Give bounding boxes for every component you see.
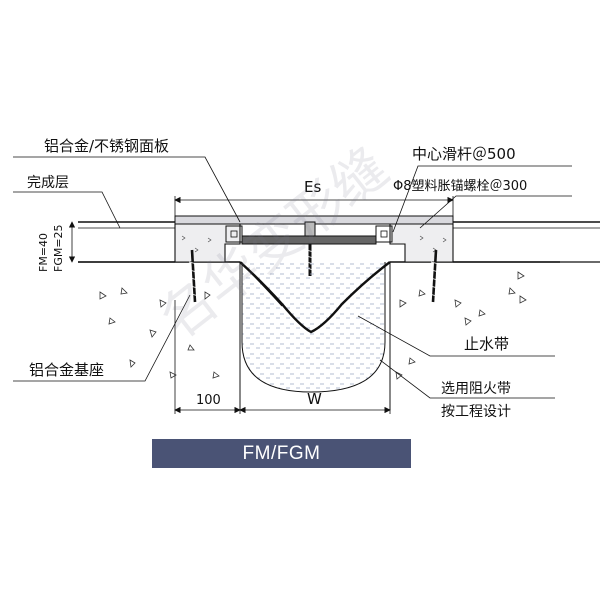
fire-barrier-label-1: 选用阻火带 xyxy=(441,381,511,397)
w-dimension: 100 W xyxy=(174,300,391,414)
leader-lines xyxy=(13,156,572,399)
aluminum-base-left xyxy=(174,223,243,263)
anchor-bolt-label: Φ8塑料胀锚螺栓＠300 xyxy=(393,179,527,194)
slide-bar-label: 中心滑杆＠500 xyxy=(412,145,516,163)
anchor-bolt-right xyxy=(428,249,440,303)
fire-barrier-label-2: 按工程设计 xyxy=(441,404,511,420)
base-label: 铝合金基座 xyxy=(29,361,104,379)
caption-bar: FM/FGM xyxy=(152,439,411,468)
aluminum-base-right xyxy=(375,223,454,263)
fm-height-label: FM=40 xyxy=(37,233,50,272)
es-dimension: Es xyxy=(174,178,454,216)
hundred-label: 100 xyxy=(196,393,221,408)
fgm-height-label: FGM=25 xyxy=(52,224,65,272)
plate-label: 铝合金/不锈钢面板 xyxy=(44,137,169,155)
waterstop xyxy=(239,261,391,334)
height-dimension: FM=40 FGM=25 xyxy=(37,221,76,272)
es-label: Es xyxy=(304,178,321,196)
concrete-slab-left xyxy=(78,261,241,410)
fire-barrier xyxy=(241,262,386,393)
finish-layer-label: 完成层 xyxy=(27,175,69,191)
waterstop-label: 止水带 xyxy=(464,335,509,353)
w-label: W xyxy=(307,390,322,408)
anchor-bolt-left xyxy=(188,249,200,303)
